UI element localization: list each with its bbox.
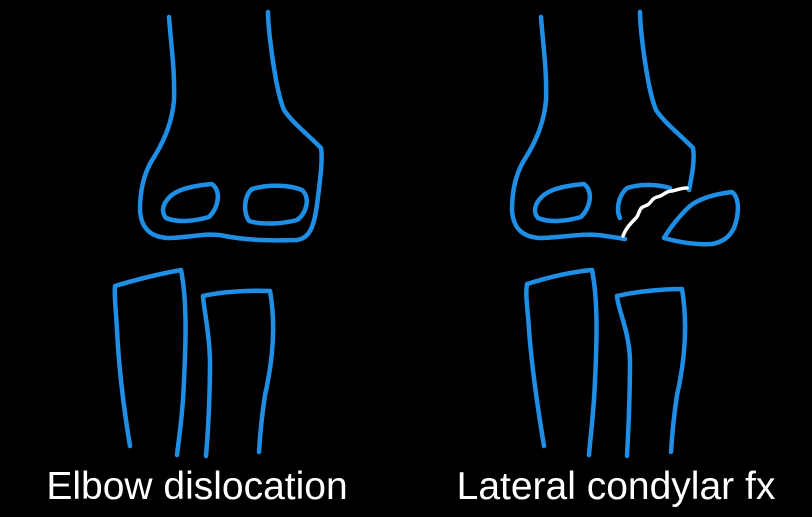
olecranon-fossa-medial (163, 184, 218, 221)
lateral-condylar-fx-diagram (512, 12, 738, 456)
radius-outline (617, 289, 685, 456)
humerus-outline (140, 12, 322, 240)
olecranon-fossa-medial (535, 184, 590, 221)
caption-lateral-condylar-fx: Lateral condylar fx (420, 462, 812, 512)
fracture-fragment (664, 192, 738, 244)
radius-outline (203, 291, 273, 456)
olecranon-fossa-lateral-partial (618, 185, 670, 218)
caption-elbow-dislocation: Elbow dislocation (12, 462, 382, 512)
elbow-dislocation-diagram (115, 12, 322, 456)
ulna-outline (526, 270, 596, 455)
humerus-outline (512, 17, 625, 239)
fracture-line (623, 188, 687, 236)
humerus-outline-lateral (640, 12, 694, 190)
olecranon-fossa-lateral (245, 186, 307, 224)
ulna-outline (115, 270, 186, 455)
